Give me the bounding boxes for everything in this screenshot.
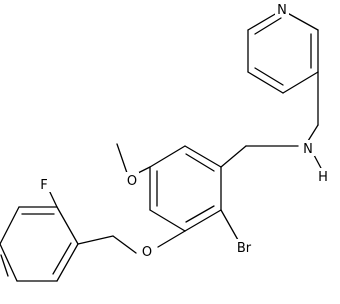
bond <box>313 154 323 171</box>
bond <box>157 230 186 248</box>
atom-label-br: Br <box>237 241 252 256</box>
amine-nitrogen: N <box>301 140 315 157</box>
bond <box>254 17 282 35</box>
bond <box>220 145 247 168</box>
bond <box>307 124 319 142</box>
amine-hydrogen: H <box>317 168 330 185</box>
bond <box>116 143 128 174</box>
bond <box>184 209 222 232</box>
bromine-atom: Br <box>233 239 255 256</box>
atom-label-o: O <box>127 174 137 189</box>
bond <box>0 243 18 282</box>
fluorine-atom: F <box>37 176 51 193</box>
bond <box>185 205 215 223</box>
bond <box>56 206 79 245</box>
bond <box>0 254 9 277</box>
atom-label-o: O <box>142 245 152 260</box>
atom-label-f: F <box>40 178 47 193</box>
bond <box>52 242 72 275</box>
bond <box>56 243 79 282</box>
bond <box>149 145 186 168</box>
bond <box>185 153 215 172</box>
bonds <box>0 9 323 282</box>
bond <box>149 209 186 232</box>
bond <box>77 235 114 245</box>
bond <box>254 67 284 86</box>
bond <box>112 235 137 254</box>
bond <box>220 209 239 241</box>
atom-label-n: N <box>277 3 287 18</box>
atom-label-h: H <box>318 170 328 185</box>
bond <box>0 206 20 245</box>
atom-label-n: N <box>303 142 313 157</box>
pyridine-nitrogen: N <box>275 1 289 18</box>
bond <box>184 145 222 168</box>
methoxy-oxygen: O <box>125 172 139 189</box>
bond <box>282 71 319 94</box>
ether-oxygen: O <box>140 243 154 260</box>
bond <box>247 71 284 94</box>
atom-labels: N N H O O Br F <box>37 1 330 260</box>
